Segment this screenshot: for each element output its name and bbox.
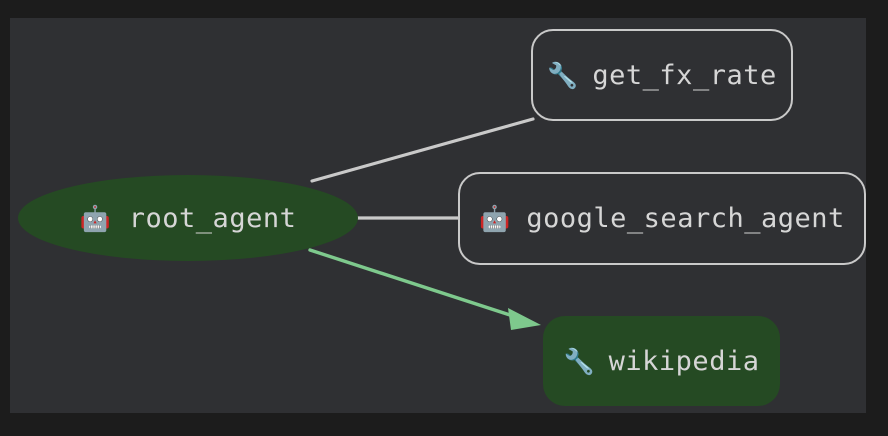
wrench-icon: 🔧	[563, 346, 595, 376]
wrench-icon: 🔧	[547, 60, 579, 90]
graph-node-root-agent[interactable]: 🤖 root_agent	[18, 175, 358, 261]
edge-root-agent-to-wikipedia	[308, 248, 515, 318]
graph-node-wikipedia[interactable]: 🔧 wikipedia	[543, 316, 780, 406]
robot-icon: 🤖	[479, 204, 511, 233]
robot-icon: 🤖	[79, 203, 111, 233]
graph-node-label: wikipedia	[608, 345, 760, 377]
graph-node-google-search-agent[interactable]: 🤖 google_search_agent	[458, 172, 866, 265]
graph-node-get-fx-rate[interactable]: 🔧 get_fx_rate	[531, 29, 793, 121]
edge-root-agent-to-get-fx-rate	[310, 117, 535, 183]
graph-node-label: google_search_agent	[526, 203, 845, 234]
graph-node-label: get_fx_rate	[592, 59, 777, 91]
edge-root-agent-to-wikipedia-arrowhead	[508, 308, 541, 330]
graph-node-label: root_agent	[128, 202, 297, 234]
